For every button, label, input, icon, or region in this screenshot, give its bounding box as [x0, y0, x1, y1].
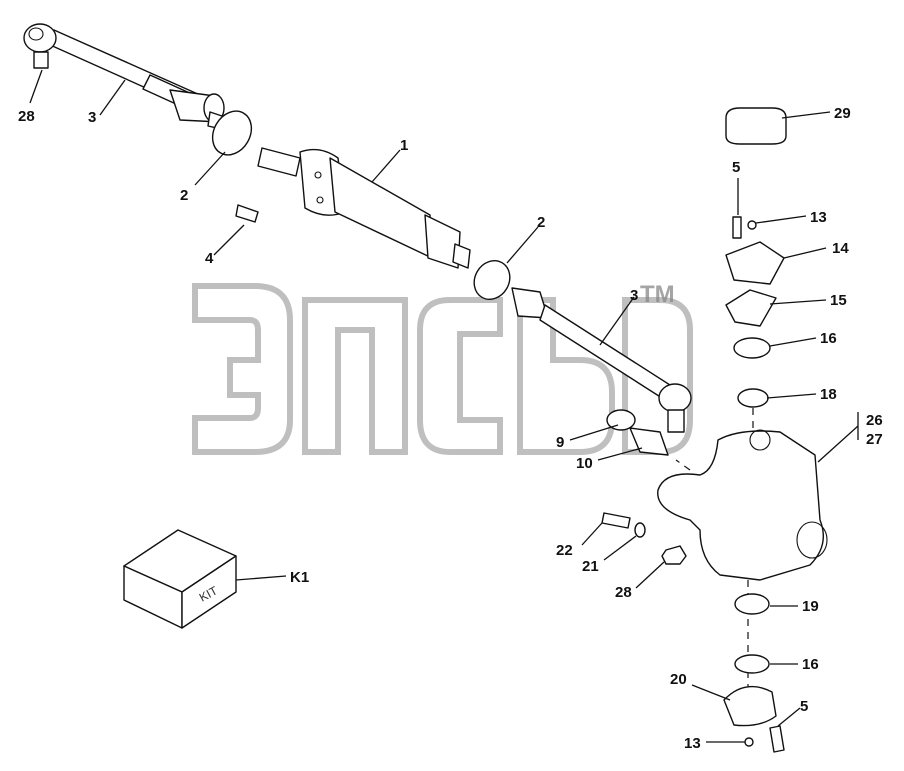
watermark-logo: TM [192, 281, 693, 455]
nut-28 [661, 545, 687, 565]
callout-20: 20 [670, 671, 687, 688]
bolt-5-upper [732, 216, 742, 239]
callout-28-left: 28 [18, 108, 35, 125]
bearing-19 [734, 593, 770, 615]
callout-4: 4 [205, 250, 214, 267]
gasket-15 [725, 289, 777, 327]
callout-5-lower: 5 [800, 698, 808, 715]
washer-21 [634, 522, 646, 538]
kit-box: KIT [123, 529, 237, 629]
callout-10: 10 [576, 455, 593, 472]
callout-14: 14 [832, 240, 849, 257]
callout-22: 22 [556, 542, 573, 559]
tie-rod-left [23, 23, 229, 131]
grease-fitting-13-lower [744, 737, 754, 747]
callout-3-right: 3 [630, 287, 638, 304]
housing-bore [796, 521, 828, 559]
grease-fitting-13-upper [747, 220, 757, 230]
callout-15: 15 [830, 292, 847, 309]
fitting-4 [235, 204, 259, 223]
cap-29 [725, 107, 787, 145]
plate-14 [725, 241, 785, 285]
seal-16-upper [733, 337, 771, 359]
lower-cap-20 [723, 685, 777, 727]
callout-16-upper: 16 [820, 330, 837, 347]
callout-13-lower: 13 [684, 735, 701, 752]
bolt-5-lower [769, 725, 785, 753]
bearing-18 [737, 388, 769, 408]
axis-line-rod [675, 459, 691, 471]
callout-28-right: 28 [615, 584, 632, 601]
seal-16-lower [734, 654, 770, 674]
callout-18: 18 [820, 386, 837, 403]
spindle-housing [657, 430, 824, 581]
callout-1: 1 [400, 137, 408, 154]
callout-19: 19 [802, 598, 819, 615]
callout-k1: K1 [290, 569, 309, 586]
callout-5-upper: 5 [732, 159, 740, 176]
o-ring-right [473, 260, 511, 300]
callout-27: 27 [866, 431, 883, 448]
o-ring-left [211, 110, 253, 156]
bushing-9 [606, 409, 636, 431]
callout-29: 29 [834, 105, 851, 122]
callout-2-right: 2 [537, 214, 545, 231]
watermark-tm: TM [640, 281, 675, 308]
callout-9: 9 [556, 434, 564, 451]
callout-16-lower: 16 [802, 656, 819, 673]
callout-26: 26 [866, 412, 883, 429]
tie-rod-right [511, 287, 692, 433]
callout-2-left: 2 [180, 187, 188, 204]
callout-3-left: 3 [88, 109, 96, 126]
callout-labels: 28 3 2 1 4 2 3 9 10 29 5 13 14 15 16 18 … [18, 105, 883, 752]
steering-cylinder [257, 147, 471, 269]
callout-13-upper: 13 [810, 209, 827, 226]
bolt-22 [601, 512, 631, 529]
leader-lines [29, 69, 859, 743]
callout-21: 21 [582, 558, 599, 575]
